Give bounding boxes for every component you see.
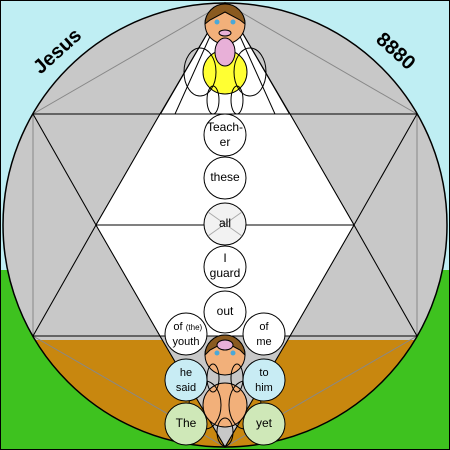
word-text: yet [256, 416, 273, 430]
word-text: he [180, 367, 192, 379]
word-text: er [220, 135, 231, 149]
word-text: (the) [186, 323, 203, 332]
top-flower-petal [183, 47, 217, 97]
top-flower-petal [214, 37, 236, 67]
word-text: youth [173, 336, 200, 348]
word-text: Teach- [207, 120, 243, 134]
word-text: these [210, 170, 240, 184]
word-text: of [259, 321, 269, 333]
word-circle-bg [242, 402, 286, 446]
bottom-face-figure [204, 334, 246, 376]
word-circle: I guard [203, 245, 247, 289]
word-circle: Teach- er [203, 113, 247, 157]
word-text: all [219, 216, 231, 230]
bottom-flower-center [202, 382, 248, 428]
bottom-face-eye-right [230, 350, 236, 356]
word-circle-bg [203, 290, 247, 334]
word-circle-bg [203, 113, 247, 157]
word-text: out [217, 304, 234, 318]
top-flower [183, 37, 267, 115]
bottom-face-hair [204, 334, 246, 357]
word-circle: yet [242, 402, 286, 446]
word-text: of [173, 321, 183, 333]
word-circle-bg [203, 156, 247, 200]
word-circle: of (the) youth [164, 312, 208, 356]
word-text: The [176, 416, 197, 430]
top-flower-petal [230, 85, 244, 115]
word-circle-bg [164, 402, 208, 446]
word-circle: out [203, 290, 247, 334]
word-circle-bg [242, 358, 286, 402]
word-text: said [176, 382, 196, 394]
word-text: to [259, 367, 268, 379]
word-circle-cross [207, 211, 243, 237]
word-circle: of me [242, 312, 286, 356]
word-text: me [256, 336, 271, 348]
top-face-eye-right [230, 19, 236, 25]
top-face-mouth [218, 29, 232, 37]
word-text: him [255, 382, 273, 394]
word-circle: The [164, 402, 208, 446]
word-circle: these [203, 156, 247, 200]
bottom-face-mouth [216, 339, 234, 351]
word-circle: he said [164, 358, 208, 402]
word-circle: all [203, 202, 247, 246]
top-flower-petal [206, 85, 220, 115]
top-face-eye-left [214, 19, 220, 25]
top-flower-petal [233, 47, 267, 97]
word-text: I [223, 251, 226, 265]
top-face-figure [204, 3, 246, 45]
word-circle-bg [242, 312, 286, 356]
top-face-hair [204, 3, 246, 26]
word-circle-bg [203, 245, 247, 289]
word-text: guard [210, 266, 241, 280]
bottom-face-eye-left [214, 350, 220, 356]
word-circle-bg [164, 312, 208, 356]
word-circle: to him [242, 358, 286, 402]
word-circle-bg [164, 358, 208, 402]
bottom-flower-petal [216, 417, 234, 447]
